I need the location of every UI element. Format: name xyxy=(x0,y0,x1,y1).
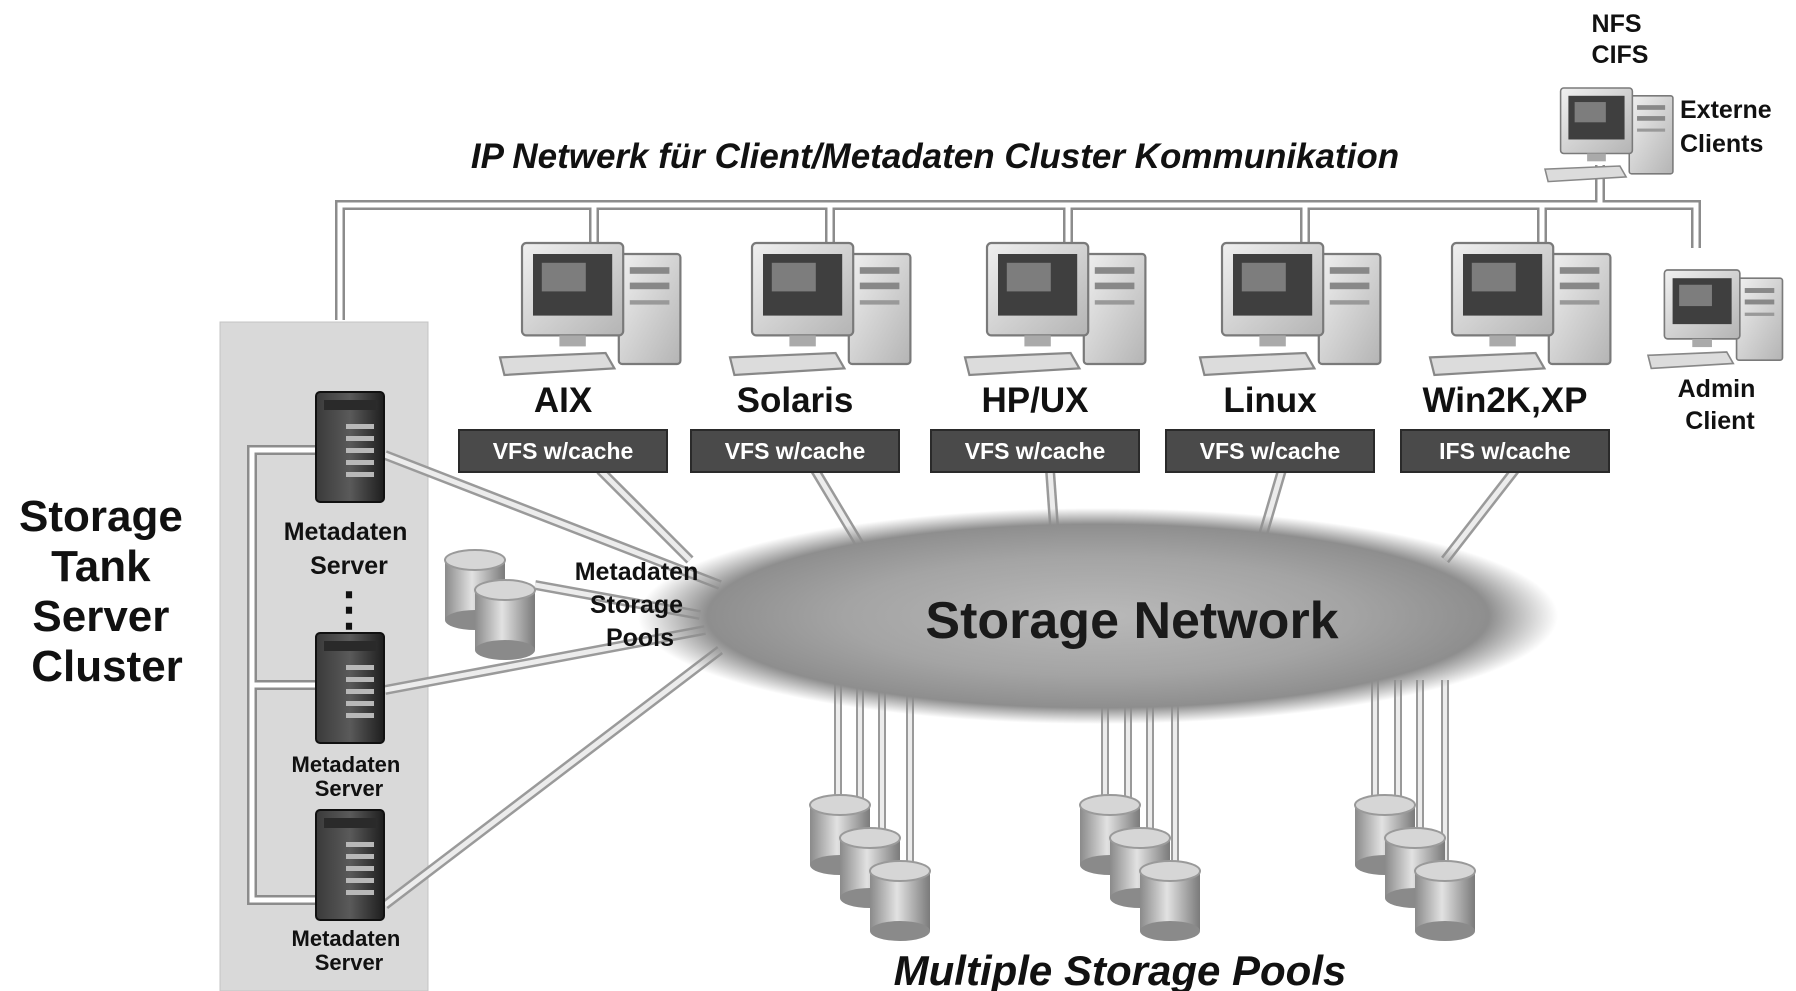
cluster-interconnect xyxy=(247,445,315,905)
pool-disk-3 xyxy=(869,860,931,941)
cache-label-1: VFS w/cache xyxy=(493,438,634,464)
storage-disks xyxy=(444,549,1476,941)
cache-box-2: VFS w/cache xyxy=(690,429,900,473)
client-computer-3 xyxy=(963,241,1147,377)
cluster-label: Storage Tank Server Cluster xyxy=(19,492,195,691)
ellipsis-separator: ⋮ xyxy=(326,583,372,635)
pool-disk-6 xyxy=(1139,860,1201,941)
client-computer-4 xyxy=(1198,241,1382,377)
os-label-2: Solaris xyxy=(737,381,854,420)
cache-box-1: VFS w/cache xyxy=(458,429,668,473)
storage-network-cloud xyxy=(638,508,1558,724)
cache-box-3: VFS w/cache xyxy=(930,429,1140,473)
metadata-server-label-3: Metadaten Server xyxy=(292,926,407,975)
metadata-servers xyxy=(315,391,385,921)
pool-links xyxy=(834,680,1449,880)
pool-disk-9 xyxy=(1414,860,1476,941)
server-storage-links xyxy=(381,450,724,909)
admin-computer xyxy=(1646,269,1784,370)
storage-network-label: Storage Network xyxy=(925,592,1338,650)
protocols-label: NFS CIFS xyxy=(1592,10,1649,69)
network-title: IP Netwerk für Client/Metadaten Cluster … xyxy=(471,137,1399,176)
os-label-3: HP/UX xyxy=(982,381,1090,420)
metadata-server-3 xyxy=(315,809,385,921)
os-label-4: Linux xyxy=(1223,381,1317,420)
os-label-5: Win2K,XP xyxy=(1423,381,1588,420)
client-computer-2 xyxy=(728,241,912,377)
external-client-computer xyxy=(1544,87,1674,183)
metadata-server-label-2: Metadaten Server xyxy=(292,752,407,801)
client-computer-1 xyxy=(498,241,682,377)
admin-client-label: Admin Client xyxy=(1678,375,1763,435)
cache-label-3: VFS w/cache xyxy=(965,438,1106,464)
os-labels: AIX Solaris HP/UX Linux Win2K,XP xyxy=(534,381,1588,420)
external-clients-label: Externe Clients xyxy=(1680,96,1779,158)
metadata-server-label-1: Metadaten Server xyxy=(284,518,415,580)
metadata-server-1 xyxy=(315,391,385,503)
cache-box-4: VFS w/cache xyxy=(1165,429,1375,473)
cache-box-5: IFS w/cache xyxy=(1400,429,1610,473)
client-computers xyxy=(498,87,1784,377)
cache-label-2: VFS w/cache xyxy=(725,438,866,464)
metadata-server-2 xyxy=(315,632,385,744)
multiple-pools-label: Multiple Storage Pools xyxy=(894,947,1347,991)
cache-label-4: VFS w/cache xyxy=(1200,438,1341,464)
metadata-disk-2 xyxy=(474,579,536,660)
os-label-1: AIX xyxy=(534,381,593,420)
cache-label-5: IFS w/cache xyxy=(1439,438,1571,464)
metadata-pools-label: Metadaten Storage Pools xyxy=(575,558,706,652)
cache-boxes: VFS w/cache VFS w/cache VFS w/cache VFS w/c… xyxy=(458,429,1610,473)
client-computer-5 xyxy=(1428,241,1612,377)
